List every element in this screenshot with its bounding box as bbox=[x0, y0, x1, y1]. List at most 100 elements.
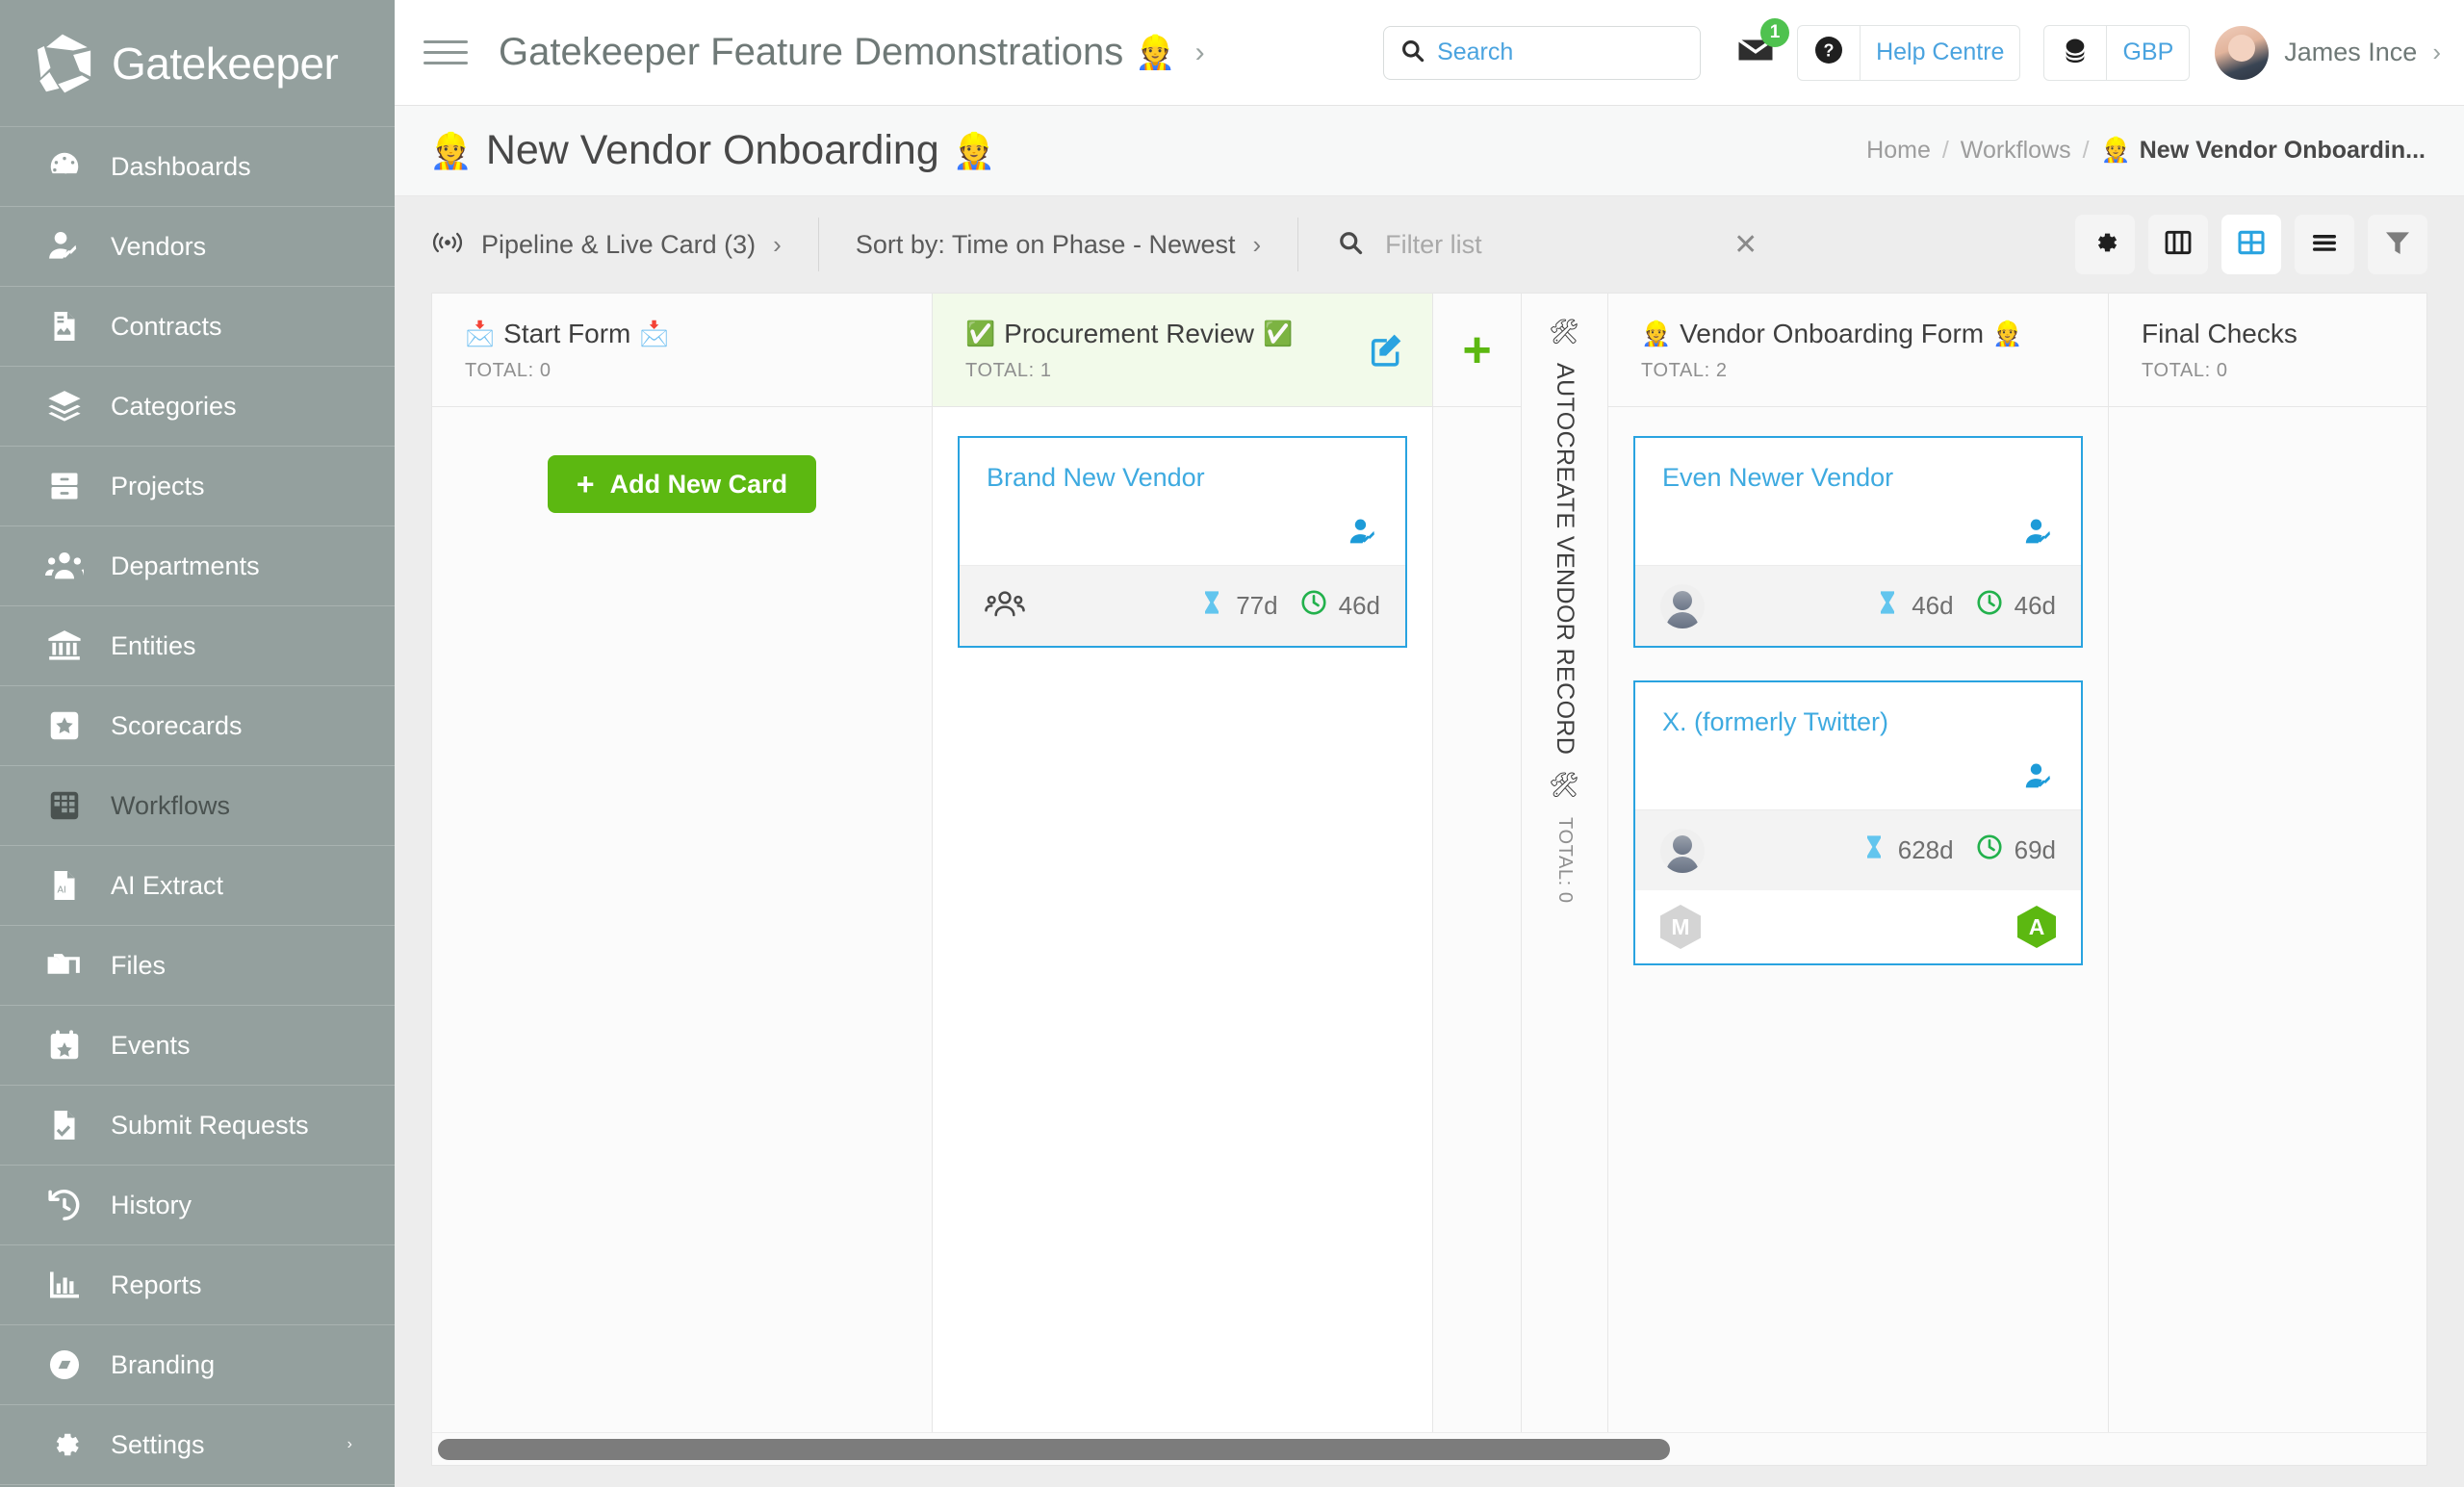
pipeline-selector[interactable]: Pipeline & Live Card (3) › bbox=[395, 218, 818, 271]
sidebar-item-label: Entities bbox=[111, 630, 196, 660]
user-menu[interactable]: James Ince › bbox=[2215, 25, 2441, 80]
column-title-text: AUTOCREATE VENDOR RECORD bbox=[1552, 363, 1578, 756]
gauge-icon bbox=[43, 145, 86, 188]
sidebar-item-branding[interactable]: Branding bbox=[0, 1325, 395, 1405]
people-group-icon bbox=[43, 545, 86, 587]
sidebar-item-workflows[interactable]: Workflows bbox=[0, 766, 395, 846]
sidebar-item-label: Vendors bbox=[111, 231, 207, 261]
sidebar-item-files[interactable]: Files bbox=[0, 926, 395, 1006]
hourglass-icon bbox=[1198, 589, 1225, 623]
sidebar-item-history[interactable]: History bbox=[0, 1166, 395, 1245]
board-horizontal-scrollbar[interactable] bbox=[432, 1432, 2426, 1465]
brand-logo[interactable]: Gatekeeper bbox=[0, 0, 395, 127]
currency-button[interactable]: GBP bbox=[2106, 25, 2189, 80]
sidebar-item-submit-requests[interactable]: Submit Requests bbox=[0, 1086, 395, 1166]
svg-text:AI: AI bbox=[58, 885, 66, 896]
kanban-column-start-form: 📩 Start Form 📩 TOTAL: 0 + Add New Card bbox=[432, 294, 933, 1432]
construction-worker-emoji: 👷 bbox=[1641, 320, 1672, 347]
total-time-value: 46d bbox=[1338, 591, 1380, 620]
column-title-text: Vendor Onboarding Form bbox=[1680, 319, 1985, 348]
hourglass-icon bbox=[1861, 833, 1887, 867]
column-body bbox=[2109, 407, 2426, 1432]
sidebar-item-vendors[interactable]: Vendors bbox=[0, 207, 395, 287]
mitigation-hex-badge: M bbox=[1660, 905, 1701, 949]
sidebar-item-dashboards[interactable]: Dashboards bbox=[0, 127, 395, 207]
kanban-column-procurement-review: ✅ Procurement Review ✅ TOTAL: 1 bbox=[933, 294, 1433, 1432]
card-metrics: 77d bbox=[1198, 588, 1380, 624]
board-bottom-spacer bbox=[395, 1466, 2464, 1487]
people-group-icon bbox=[985, 586, 1025, 626]
close-icon[interactable]: ✕ bbox=[1733, 228, 1758, 261]
clock-rewind-icon bbox=[43, 1184, 86, 1226]
check-mark-button-emoji: ✅ bbox=[1263, 320, 1294, 347]
construction-worker-emoji: 👷 bbox=[429, 130, 473, 170]
layers-icon bbox=[43, 385, 86, 427]
sidebar-item-label: Contracts bbox=[111, 311, 222, 341]
column-total: TOTAL: 2 bbox=[1641, 360, 1728, 381]
add-phase-column: + bbox=[1433, 294, 1522, 1432]
card-title[interactable]: Brand New Vendor bbox=[987, 463, 1205, 492]
column-header: ✅ Procurement Review ✅ TOTAL: 1 bbox=[933, 294, 1432, 407]
edit-pencil-icon[interactable] bbox=[1367, 330, 1405, 373]
add-new-card-button[interactable]: + Add New Card bbox=[547, 455, 817, 513]
sidebar-item-projects[interactable]: Projects bbox=[0, 447, 395, 526]
check-mark-button-emoji: ✅ bbox=[965, 320, 996, 347]
sidebar-item-label: AI Extract bbox=[111, 870, 224, 900]
breadcrumb-item-home[interactable]: Home bbox=[1866, 137, 1931, 164]
card-metrics: 46d bbox=[1874, 588, 2056, 624]
workspace-title[interactable]: Gatekeeper Feature Demonstrations 👷 › bbox=[499, 31, 1205, 74]
sidebar-item-entities[interactable]: Entities bbox=[0, 606, 395, 686]
scrollbar-track[interactable] bbox=[438, 1439, 2421, 1460]
sidebar-item-settings[interactable]: Settings › bbox=[0, 1405, 395, 1485]
folders-icon bbox=[43, 944, 86, 987]
hamburger-icon[interactable] bbox=[424, 31, 468, 75]
card-badge-row: M A bbox=[1635, 890, 2081, 963]
column-title: Final Checks bbox=[2142, 319, 2426, 349]
breadcrumb-item-workflows[interactable]: Workflows bbox=[1960, 137, 2071, 164]
help-icon-button[interactable]: ? bbox=[1798, 26, 1860, 80]
sidebar-item-events[interactable]: Events bbox=[0, 1006, 395, 1086]
total-time-metric: 69d bbox=[1975, 833, 2056, 868]
construction-worker-emoji: 👷 bbox=[952, 130, 996, 170]
breadcrumb-separator: / bbox=[1941, 137, 1949, 164]
currency-icon-button[interactable] bbox=[2044, 26, 2106, 80]
filter-list-input[interactable] bbox=[1385, 229, 1675, 260]
sidebar-item-label: Projects bbox=[111, 471, 205, 500]
sidebar-item-ai-extract[interactable]: AI AI Extract bbox=[0, 846, 395, 926]
sort-selector[interactable]: Sort by: Time on Phase - Newest › bbox=[819, 218, 1297, 271]
kanban-card[interactable]: Brand New Vendor bbox=[958, 436, 1407, 648]
ai-document-icon: AI bbox=[43, 864, 86, 907]
list-view-button[interactable] bbox=[2295, 215, 2354, 274]
total-time-value: 69d bbox=[2014, 835, 2056, 864]
columns-view-button[interactable] bbox=[2148, 215, 2208, 274]
gear-icon bbox=[2090, 227, 2120, 263]
scrollbar-thumb[interactable] bbox=[438, 1439, 1670, 1460]
search-input[interactable]: Search bbox=[1383, 25, 1702, 80]
card-title[interactable]: X. (formerly Twitter) bbox=[1662, 707, 1889, 736]
chevron-right-icon: › bbox=[773, 229, 782, 259]
kanban-card[interactable]: Even Newer Vendor bbox=[1633, 436, 2083, 648]
kanban-card[interactable]: X. (formerly Twitter) bbox=[1633, 680, 2083, 965]
board-settings-button[interactable] bbox=[2075, 215, 2135, 274]
card-title[interactable]: Even Newer Vendor bbox=[1662, 463, 1894, 492]
sidebar-item-reports[interactable]: Reports bbox=[0, 1245, 395, 1325]
brand-name: Gatekeeper bbox=[112, 38, 339, 89]
sidebar-item-contracts[interactable]: Contracts bbox=[0, 287, 395, 367]
filter-button[interactable] bbox=[2368, 215, 2427, 274]
toolbar-divider bbox=[1297, 218, 1299, 271]
sidebar-item-scorecards[interactable]: Scorecards bbox=[0, 686, 395, 766]
sidebar-item-categories[interactable]: Categories bbox=[0, 367, 395, 447]
add-phase-header: + bbox=[1433, 294, 1521, 407]
sidebar-item-departments[interactable]: Departments bbox=[0, 526, 395, 606]
grid-view-button[interactable] bbox=[2221, 215, 2281, 274]
sidebar-item-label: Categories bbox=[111, 391, 237, 421]
kanban-column-final-checks: Final Checks TOTAL: 0 bbox=[2109, 294, 2426, 1432]
top-header: Gatekeeper Feature Demonstrations 👷 › Se… bbox=[395, 0, 2464, 106]
column-title-text: Start Form bbox=[503, 319, 631, 348]
search-icon bbox=[1337, 229, 1364, 261]
help-centre-button[interactable]: Help Centre bbox=[1860, 25, 2019, 80]
plus-icon[interactable]: + bbox=[1462, 321, 1492, 378]
column-header: 👷 Vendor Onboarding Form 👷 TOTAL: 2 bbox=[1608, 294, 2108, 407]
messages-button[interactable]: 1 bbox=[1735, 18, 1790, 75]
